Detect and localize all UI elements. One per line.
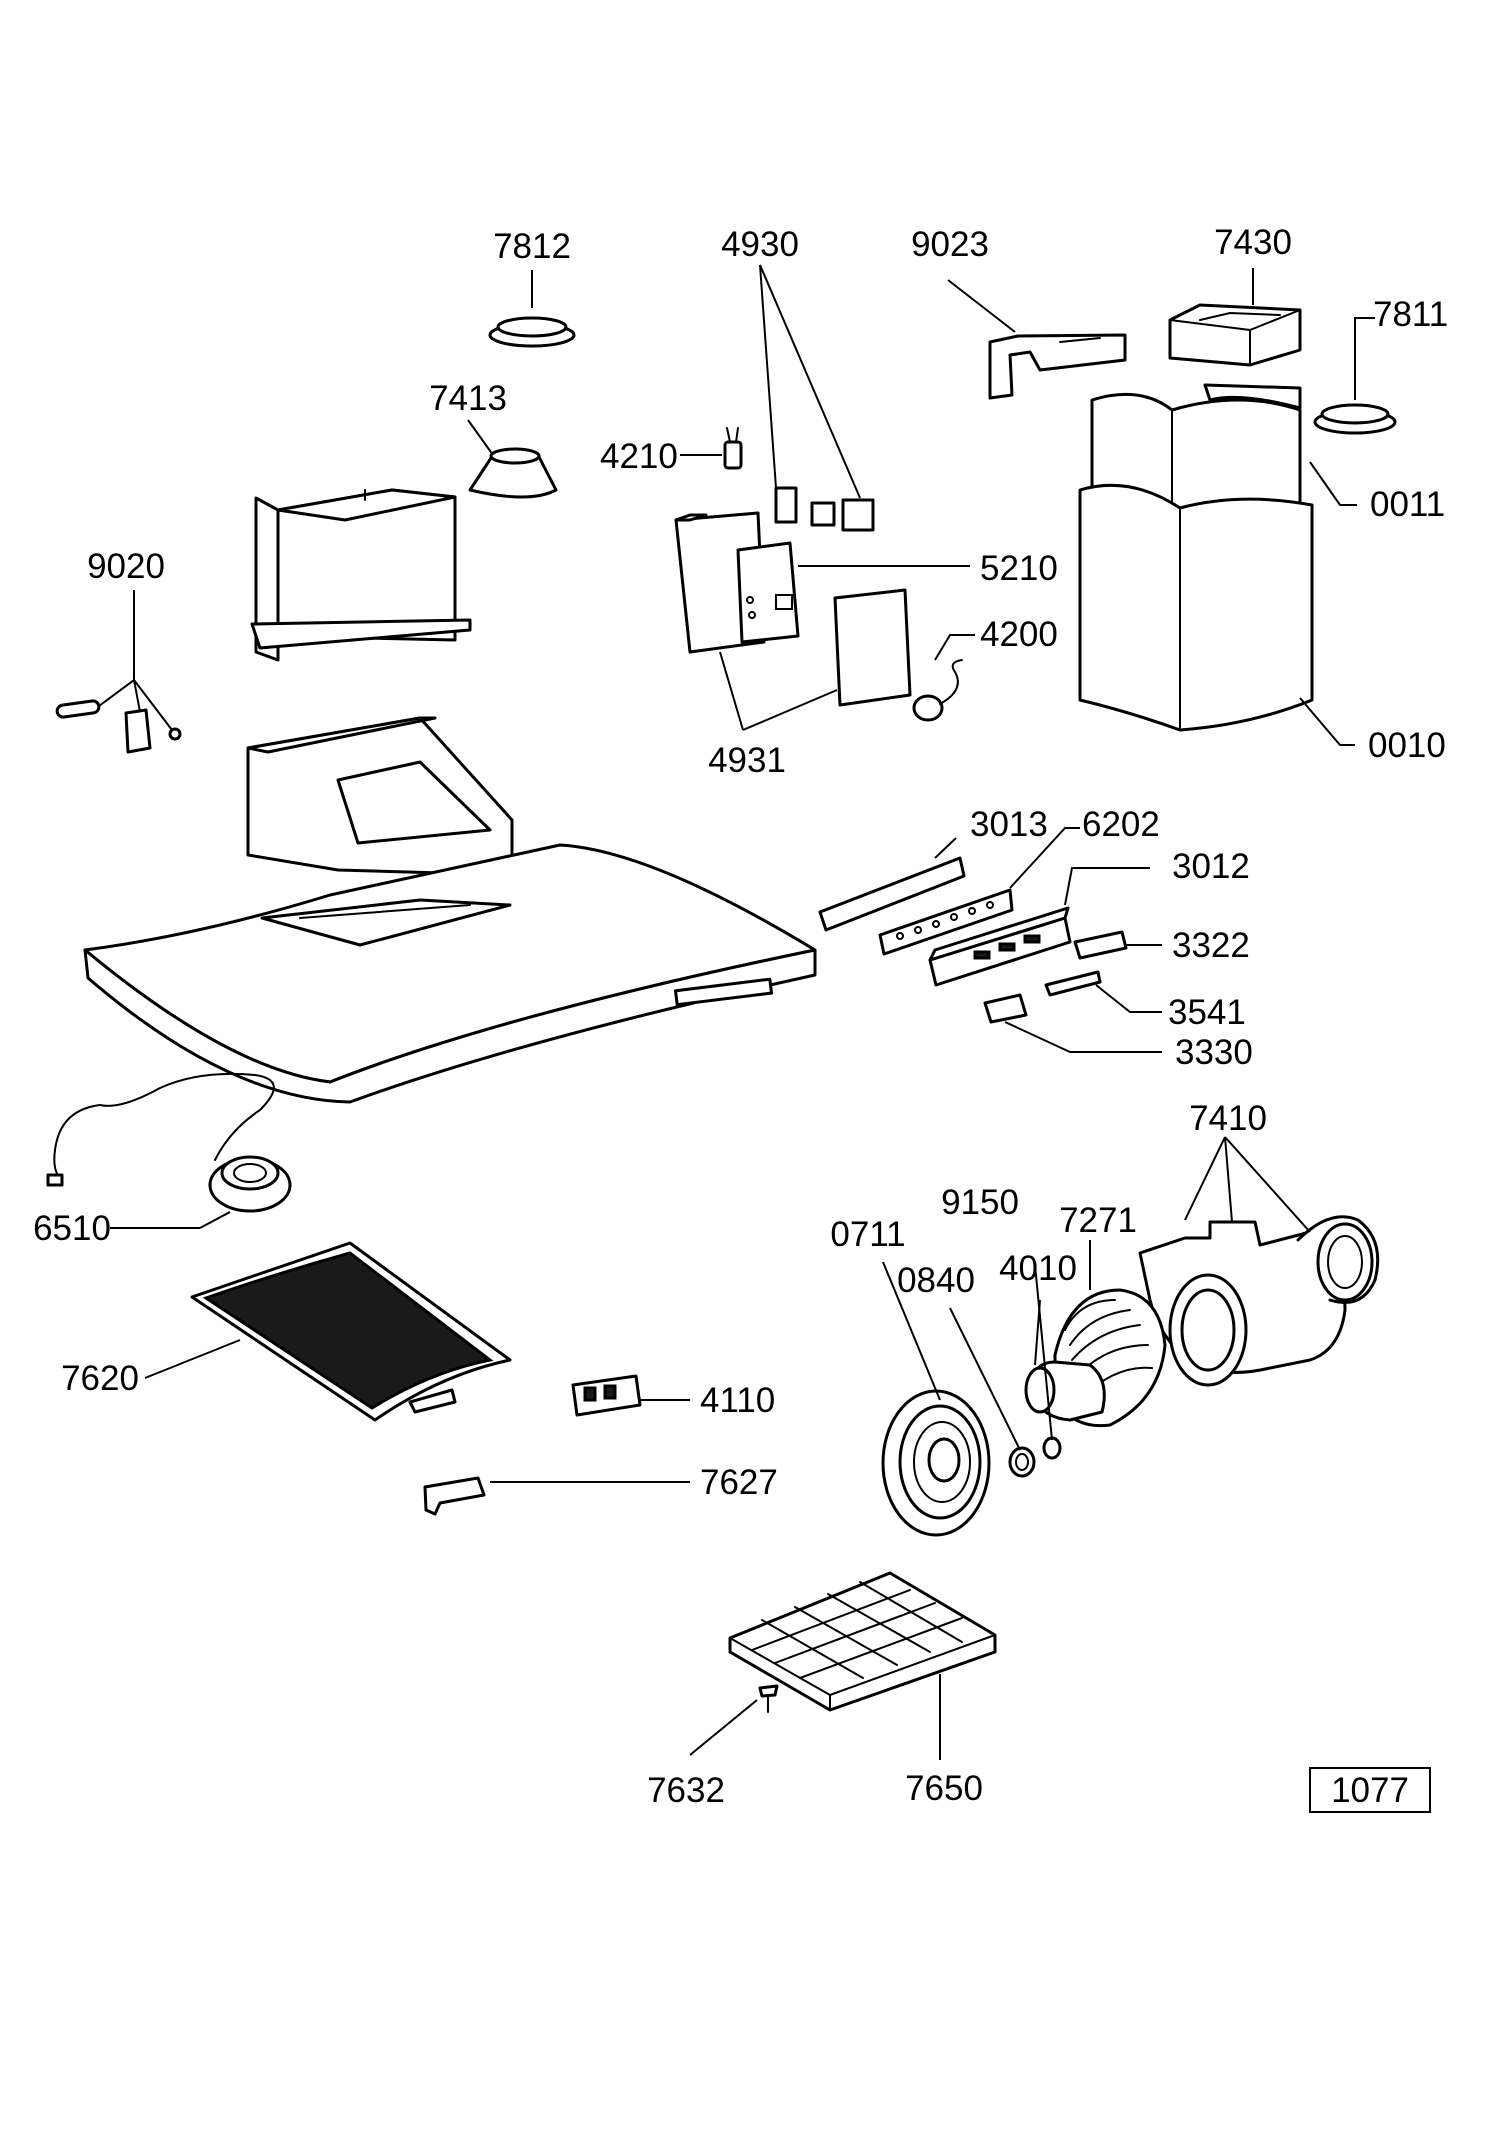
part-4010-motor — [1024, 1360, 1106, 1422]
part-4930-relays — [774, 486, 875, 532]
part-9023-bracket — [988, 333, 1127, 400]
label-6202: 6202 — [1082, 805, 1160, 844]
part-3012-control-panel — [928, 906, 1072, 987]
page-code-box: 1077 — [1309, 1767, 1431, 1813]
label-7812: 7812 — [493, 227, 571, 266]
label-4931: 4931 — [708, 741, 786, 780]
part-4931-control-box — [674, 511, 800, 654]
label-7271: 7271 — [1059, 1201, 1137, 1240]
part-0711-motor-plate — [881, 1389, 991, 1537]
label-7632: 7632 — [647, 1771, 725, 1810]
label-0011: 0011 — [1370, 485, 1445, 524]
part-3541 — [1044, 970, 1102, 997]
part-number-labels: 7812 4930 9023 7430 7811 7413 4210 0011 … — [33, 223, 1448, 1810]
leader-lines — [98, 264, 1375, 1760]
label-3012: 3012 — [1172, 847, 1250, 886]
part-0011-upper-chimney — [1090, 383, 1302, 522]
label-7410: 7410 — [1189, 1099, 1267, 1138]
part-7410-blower-housing — [1138, 1215, 1380, 1387]
part-3013-bar — [818, 856, 966, 932]
label-7650: 7650 — [905, 1769, 983, 1808]
part-9020-bracket — [55, 699, 182, 754]
part-4200-capacitor — [912, 659, 963, 722]
label-4010: 4010 — [999, 1249, 1077, 1288]
part-3330 — [983, 993, 1028, 1024]
label-7627: 7627 — [700, 1463, 778, 1502]
label-5210: 5210 — [980, 549, 1058, 588]
label-7811: 7811 — [1373, 295, 1448, 334]
part-4210-capacitor — [723, 427, 743, 470]
label-9023: 9023 — [911, 225, 989, 264]
part-0840-spacer — [1008, 1446, 1036, 1478]
label-0711: 0711 — [830, 1215, 905, 1254]
part-3322 — [1073, 930, 1128, 960]
part-7620-grease-filter — [190, 1241, 512, 1422]
label-0010: 0010 — [1368, 726, 1446, 765]
part-6202-button-strip — [878, 888, 1014, 956]
part-5210-pcb — [736, 541, 800, 644]
label-4210: 4210 — [600, 437, 678, 476]
label-4110: 4110 — [700, 1381, 775, 1420]
page-code: 1077 — [1331, 1771, 1409, 1810]
label-3541: 3541 — [1168, 993, 1246, 1032]
label-0840: 0840 — [897, 1261, 975, 1300]
part-0010-lower-chimney — [1078, 483, 1314, 732]
label-7620: 7620 — [61, 1359, 139, 1398]
label-9150: 9150 — [941, 1183, 1019, 1222]
part-6510-lamp — [46, 1072, 292, 1213]
part-9150-nut — [1042, 1436, 1062, 1460]
part-7430-carbon-filter — [1168, 303, 1302, 367]
part-7650-carbon-filter — [728, 1571, 997, 1712]
part-7413-cone — [468, 447, 558, 499]
part-4110-switch — [571, 1374, 642, 1417]
label-3013: 3013 — [970, 805, 1048, 844]
label-3330: 3330 — [1175, 1033, 1253, 1072]
label-7430: 7430 — [1214, 223, 1292, 262]
label-4930: 4930 — [721, 225, 799, 264]
part-7812-ring — [488, 316, 576, 348]
label-6510: 6510 — [33, 1209, 111, 1248]
part-upper-housing-box — [250, 488, 472, 662]
part-7811-ring — [1313, 403, 1397, 435]
label-4200: 4200 — [980, 615, 1058, 654]
part-hood-canopy — [83, 716, 817, 1104]
label-9020: 9020 — [87, 547, 165, 586]
part-4931-cover-plate — [833, 588, 912, 707]
label-7413: 7413 — [429, 379, 507, 418]
part-7632-screw — [758, 1684, 779, 1713]
label-3322: 3322 — [1172, 926, 1250, 965]
part-7627-clip — [423, 1476, 486, 1516]
